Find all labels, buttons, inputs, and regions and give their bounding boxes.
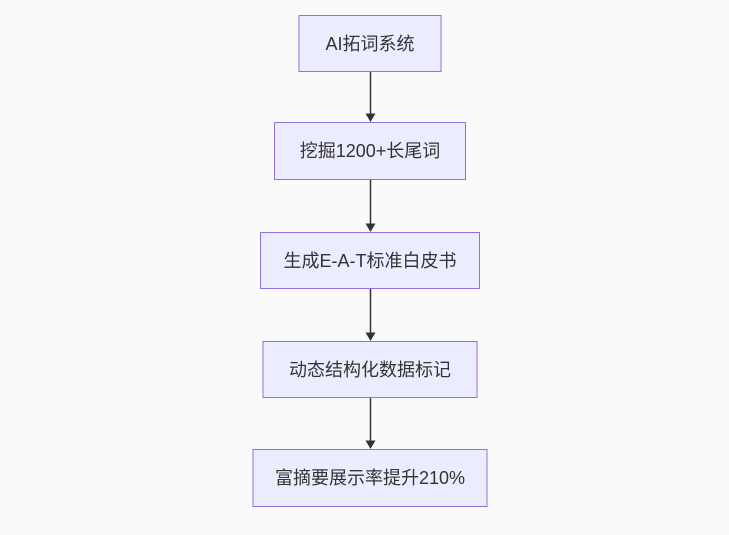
flow-node-ai-keyword-system: AI拓词系统 [298,15,442,72]
flow-node-label: AI拓词系统 [325,33,415,54]
arrowhead-icon [365,113,376,122]
arrowhead-icon [365,440,376,449]
flow-node-rich-snippet-result: 富摘要展示率提升210% [252,449,488,507]
flow-edge-3 [365,398,376,449]
arrowhead-icon [365,223,376,232]
flow-node-label: 动态结构化数据标记 [289,359,451,380]
flow-edge-2 [365,289,376,341]
flow-node-label: 挖掘1200+长尾词 [299,141,441,161]
flow-node-label: 富摘要展示率提升210% [274,468,466,488]
flow-edge-0 [365,72,376,122]
flow-node-longtail-mining: 挖掘1200+长尾词 [274,122,466,180]
flow-node-structured-data: 动态结构化数据标记 [262,341,478,398]
arrowhead-icon [365,332,376,341]
flow-edge-1 [365,180,376,232]
flow-node-eat-whitepaper: 生成E-A-T标准白皮书 [260,232,480,289]
flow-node-label: 生成E-A-T标准白皮书 [283,250,457,271]
